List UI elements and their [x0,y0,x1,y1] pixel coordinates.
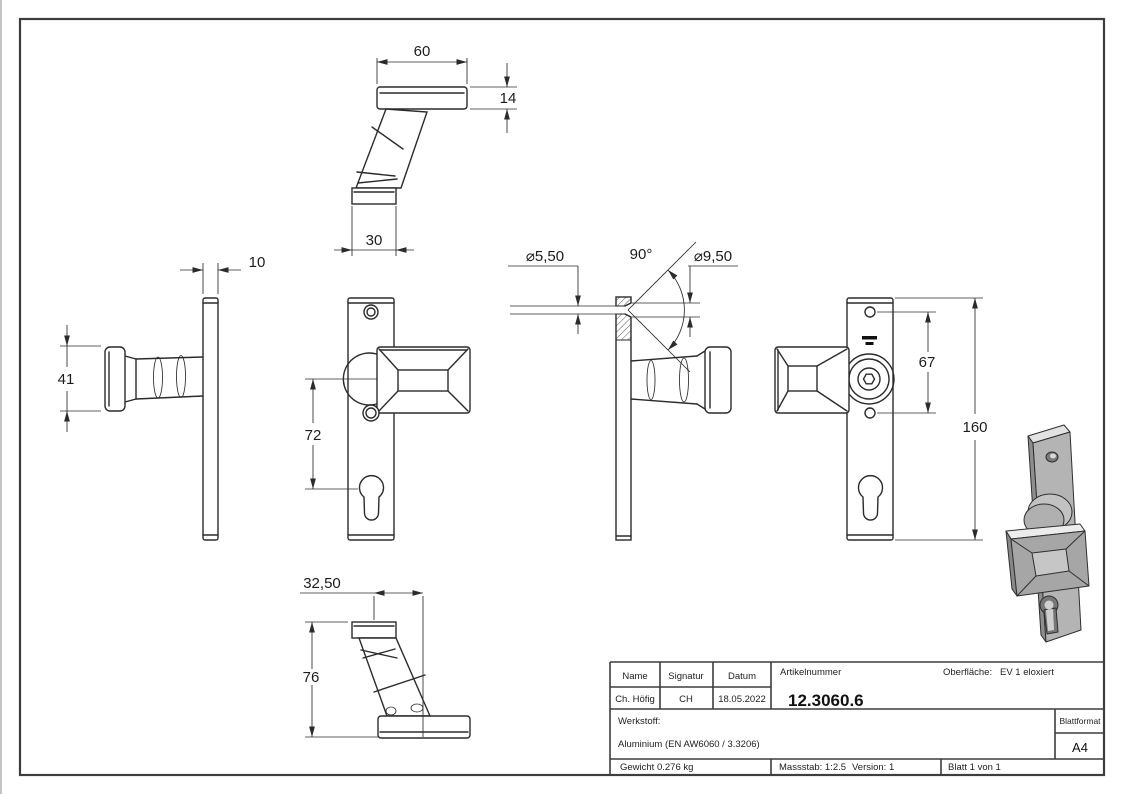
iso-knob-face [1031,548,1070,577]
dim-plate-thickness: 10 [249,254,266,271]
title-block: Name Signatur Datum Artikelnummer Oberfl… [609,661,1104,775]
back-view: 67 160 [774,297,988,541]
front-view-screw-hole-top [363,304,379,320]
titleblock-artikelnummer-label: Artikelnummer [780,667,841,678]
back-view-screw-hole-top [864,306,876,318]
back-view-spindle-hex [862,373,876,385]
titleblock-werkstoff-value: Aluminium (EN AW6060 / 3.3206) [618,739,760,750]
dim-handle-depth: 76 [303,669,320,686]
titleblock-version: Version: 1 [852,762,894,773]
brand-mark [862,336,877,340]
titleblock-blattformat-value: A4 [1072,740,1088,755]
dim-grip-offset: 32,50 [303,575,341,592]
isometric-view [1005,424,1090,643]
titleblock-name-label: Name [622,671,647,682]
dim-knob-height: 41 [58,371,75,388]
titleblock-blatt: Blatt 1 von 1 [948,762,1001,773]
drawing-frame [18,17,1106,777]
left-view-knob [104,346,126,412]
bottom-view-grip [377,715,471,739]
back-view-screw-hole-bottom [864,407,876,419]
back-view-plate [846,297,894,541]
bottom-view-base [351,621,397,639]
titleblock-oberflaeche-value: EV 1 eloxiert [1000,667,1054,678]
top-view-grip [376,86,468,110]
dim-grip-thickness: 14 [500,90,517,107]
brand-mark-small [865,342,874,345]
titleblock-signatur-label: Signatur [668,671,703,682]
dim-countersink-angle: 90° [630,246,653,263]
titleblock-oberflaeche-label: Oberfläche: [943,667,992,678]
dim-hole-large: ⌀9,50 [694,248,732,265]
top-view-base [351,187,397,205]
back-view-grip [774,346,850,414]
dim-knob-to-cylinder: 72 [305,427,322,444]
titleblock-artikelnummer-value: 12.3060.6 [788,691,864,710]
titleblock-name-value: Ch. Höfig [615,694,655,705]
top-view-arm [354,108,428,189]
dim-plate-length: 160 [962,419,987,436]
section-view: ⌀5,50 90° ⌀9,50 [508,241,738,541]
front-view-keyhole [358,475,385,521]
dim-base-width: 30 [366,232,383,249]
dim-grip-width: 60 [414,43,431,60]
titleblock-datum-label: Datum [728,671,756,682]
titleblock-gewicht: Gewicht 0.276 kg [620,762,693,773]
section-view-knob [704,346,732,414]
dim-hole-small: ⌀5,50 [526,248,564,265]
front-view: 72 [305,297,471,541]
titleblock-datum-value: 18.05.2022 [718,694,766,705]
left-view-plate [202,297,219,541]
titleblock-massstab: Massstab: 1:2.5 [779,762,846,773]
titleblock-signatur-value: CH [679,694,693,705]
bottom-view: 32,50 76 [300,575,471,739]
titleblock-werkstoff-label: Werkstoff: [618,716,660,727]
left-side-view: 10 41 [58,254,266,541]
back-view-keyhole [857,475,884,521]
titleblock-blattformat-label: Blattformat [1059,716,1101,726]
front-view-rosette [342,352,378,406]
dim-screw-spacing: 67 [919,354,936,371]
front-view-grip [376,346,471,414]
top-view: 60 14 30 [334,43,517,256]
